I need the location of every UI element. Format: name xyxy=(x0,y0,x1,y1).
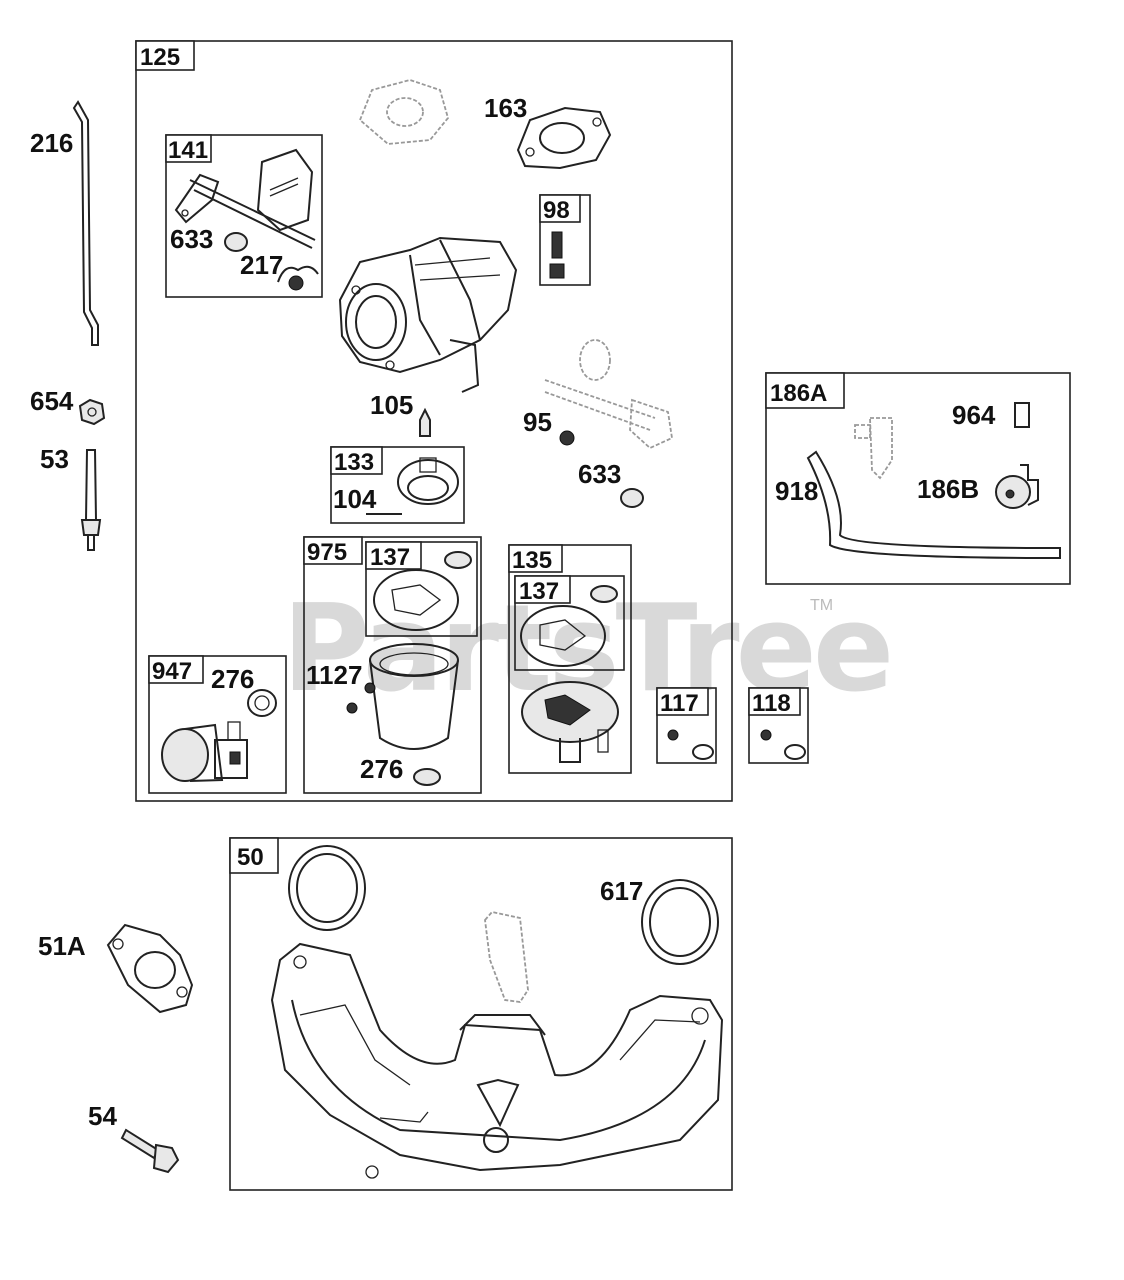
fitting-186B-part[interactable] xyxy=(995,464,1039,509)
callout-633-bottom: 633 xyxy=(578,459,621,489)
ghost-gasket-50 xyxy=(484,911,529,1003)
group-117[interactable]: 117 xyxy=(656,687,717,764)
seal-ring-617-part[interactable] xyxy=(641,879,719,965)
group-947[interactable]: 947 xyxy=(148,655,287,794)
group-125[interactable]: 125 xyxy=(135,40,733,802)
bolt-54-part[interactable] xyxy=(120,1128,180,1174)
callout-276-left: 276 xyxy=(211,664,254,694)
box-label-975: 975 xyxy=(307,539,347,566)
callout-104: 104 xyxy=(333,484,377,514)
group-133[interactable]: 133 xyxy=(330,446,465,524)
oring-276a-part[interactable] xyxy=(247,689,277,717)
needle-105-part[interactable] xyxy=(419,407,431,437)
group-98[interactable]: 98 xyxy=(539,194,591,286)
callout-617: 617 xyxy=(600,876,643,906)
group-50[interactable]: 50 xyxy=(229,837,733,1191)
stud-53-part[interactable] xyxy=(80,449,102,551)
callout-217: 217 xyxy=(240,250,283,280)
spring-217-part[interactable] xyxy=(277,265,319,283)
callout-1127: 1127 xyxy=(306,660,362,690)
box-label-137a: 137 xyxy=(370,544,410,571)
callout-216: 216 xyxy=(30,128,73,158)
callout-964: 964 xyxy=(952,400,996,430)
box-label-135: 135 xyxy=(512,547,552,574)
callout-186B: 186B xyxy=(917,474,979,504)
bushing-633-part[interactable] xyxy=(224,232,248,252)
box-label-137b: 137 xyxy=(519,578,559,605)
governor-link-216-part[interactable] xyxy=(72,100,99,346)
box-label-98: 98 xyxy=(543,197,570,224)
callout-51A: 51A xyxy=(38,931,86,961)
box-label-141: 141 xyxy=(168,137,208,164)
watermark-trademark: TM xyxy=(810,597,833,614)
solenoid-947-part[interactable] xyxy=(161,721,248,782)
carburetor-body-part[interactable] xyxy=(338,236,518,393)
callout-105: 105 xyxy=(370,390,413,420)
oring-276b-part[interactable] xyxy=(413,768,441,786)
group-975[interactable]: 975 xyxy=(303,536,482,794)
screw-1127b-part[interactable] xyxy=(364,682,376,694)
box-label-947: 947 xyxy=(152,658,192,685)
callout-654: 654 xyxy=(30,386,74,416)
screw-1127a-part[interactable] xyxy=(346,702,358,714)
group-118[interactable]: 118 xyxy=(748,687,809,764)
callout-163: 163 xyxy=(484,93,527,123)
callout-633-top: 633 xyxy=(170,224,213,254)
gasket-163-part[interactable] xyxy=(516,106,612,170)
box-label-117: 117 xyxy=(660,690,699,717)
callout-276-bottom: 276 xyxy=(360,754,403,784)
group-135[interactable]: 135 xyxy=(508,544,632,774)
screw-95-part[interactable] xyxy=(559,430,575,446)
float-133-part[interactable] xyxy=(397,459,459,505)
ghost-throttle-assembly xyxy=(544,339,673,450)
callout-53: 53 xyxy=(40,444,69,474)
metering-body-part[interactable] xyxy=(521,681,619,763)
fuel-line-918-part[interactable] xyxy=(806,450,1061,560)
float-bowl-part[interactable] xyxy=(369,643,459,750)
callout-918: 918 xyxy=(775,476,818,506)
box-label-133: 133 xyxy=(334,449,374,476)
box-label-125: 125 xyxy=(140,44,180,71)
ghost-gasket xyxy=(358,79,449,145)
box-label-118: 118 xyxy=(752,690,791,717)
gasket-51A-part[interactable] xyxy=(106,923,194,1014)
choke-shaft-part[interactable] xyxy=(189,179,316,249)
seal-ring-left-part[interactable] xyxy=(288,845,366,931)
group-137a[interactable]: 137 xyxy=(365,541,478,637)
nut-654-part[interactable] xyxy=(78,398,106,426)
box-label-186A: 186A xyxy=(770,380,827,407)
gasket-137a-part[interactable] xyxy=(373,569,459,631)
bushing-633b-part[interactable] xyxy=(620,488,644,508)
group-186A[interactable]: 186A xyxy=(765,372,1071,585)
intake-manifold-part[interactable] xyxy=(270,942,724,1179)
choke-plate-part[interactable] xyxy=(256,148,314,232)
box-label-50: 50 xyxy=(237,844,264,871)
cap-964-part[interactable] xyxy=(1014,402,1030,428)
group-137b[interactable]: 137 xyxy=(514,575,625,671)
group-141[interactable]: 141 xyxy=(165,134,323,298)
callout-54: 54 xyxy=(88,1101,117,1131)
ghost-fitting xyxy=(854,417,893,480)
callout-95: 95 xyxy=(523,407,552,437)
gasket-137b-part[interactable] xyxy=(520,605,606,667)
